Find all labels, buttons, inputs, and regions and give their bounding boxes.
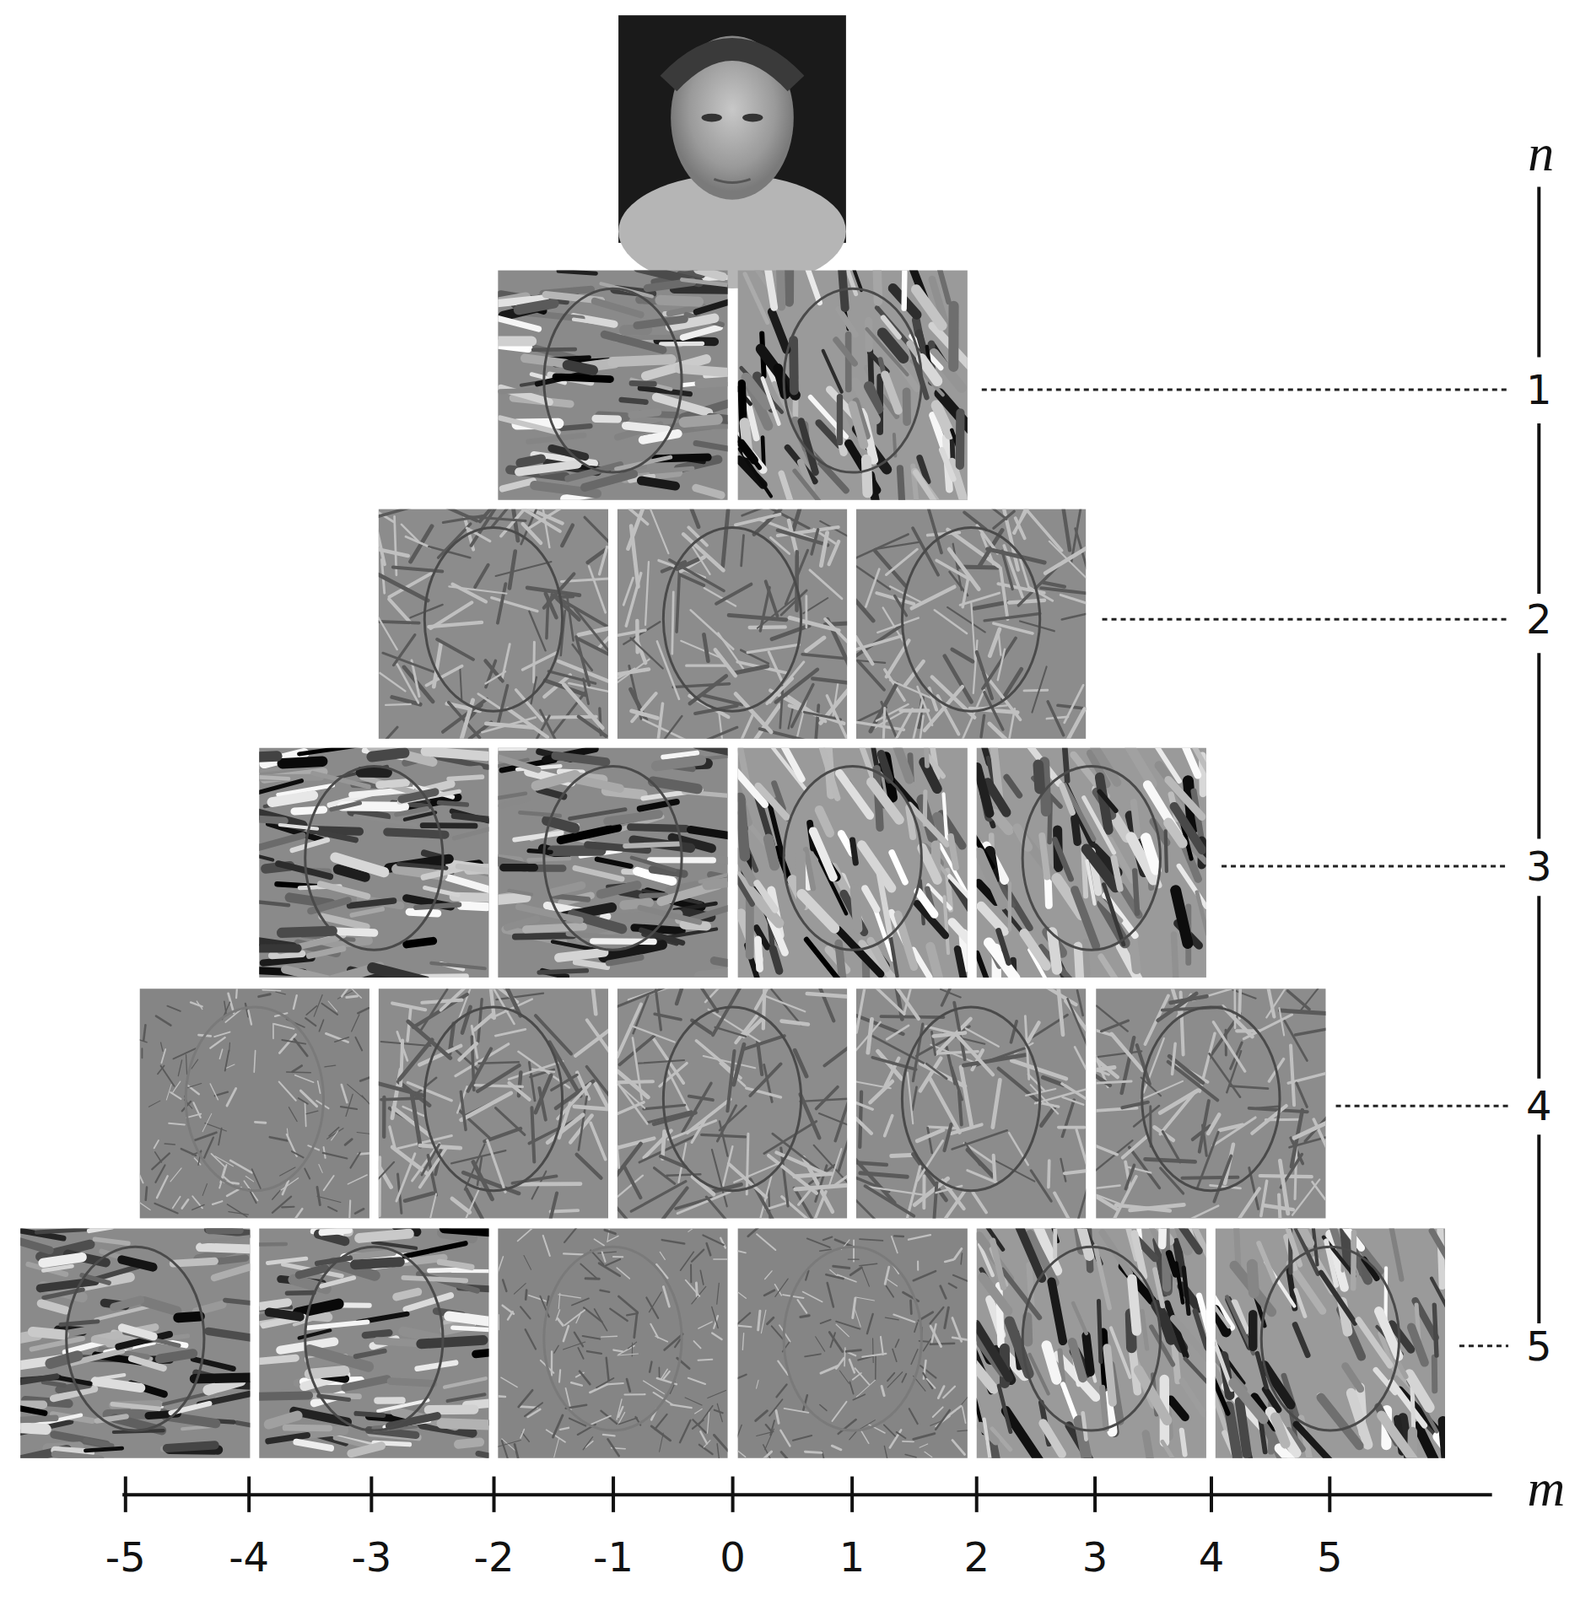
n-axis <box>1537 1134 1541 1324</box>
row-number: 4 <box>1526 1085 1553 1127</box>
row-number: 3 <box>1526 846 1553 887</box>
moment-image <box>1202 1211 1458 1484</box>
axis-tick <box>492 1477 497 1513</box>
row-number: 1 <box>1526 369 1553 410</box>
axis-title: m <box>1526 1461 1565 1515</box>
tick-label: 0 <box>719 1537 746 1578</box>
tick-label: -4 <box>228 1537 270 1578</box>
row-number: 2 <box>1526 598 1553 640</box>
moment-image <box>726 242 976 519</box>
moment-image <box>828 486 1098 761</box>
axis-tick <box>247 1477 251 1513</box>
row-leader <box>1221 865 1509 869</box>
row-leader <box>1102 618 1509 621</box>
axis-tick <box>975 1477 979 1513</box>
n-axis <box>1537 652 1541 839</box>
moment-image <box>1 1226 272 1461</box>
moment-image <box>723 734 978 998</box>
tick-label: 2 <box>963 1537 990 1578</box>
moment-image <box>469 268 747 501</box>
n-axis <box>1537 895 1541 1079</box>
tick-label: 1 <box>839 1537 866 1578</box>
tick-label: 5 <box>1316 1537 1343 1578</box>
moment-image <box>959 1207 1214 1479</box>
moment-image <box>604 976 865 1245</box>
axis-tick <box>369 1477 373 1513</box>
moment-image <box>365 483 628 750</box>
moment-image <box>600 496 872 761</box>
axis-tick <box>1209 1477 1214 1513</box>
axis-tick <box>1327 1477 1332 1513</box>
axis-tick <box>1093 1477 1097 1513</box>
moment-image <box>364 967 634 1232</box>
moment-image <box>231 744 513 984</box>
m-axis <box>122 1493 1492 1497</box>
tick-label: -3 <box>350 1537 392 1578</box>
row-leader <box>1459 1344 1509 1348</box>
moment-image <box>839 960 1098 1240</box>
moment-image <box>496 1223 734 1463</box>
axis-tick <box>124 1477 128 1513</box>
row-leader <box>981 388 1509 392</box>
row-leader <box>1336 1105 1509 1108</box>
row-number: 5 <box>1526 1326 1553 1367</box>
axis-tick <box>611 1477 615 1513</box>
moment-image <box>133 984 375 1224</box>
tick-label: -2 <box>474 1537 515 1578</box>
axis-tick <box>850 1477 854 1513</box>
tick-label: 4 <box>1198 1537 1225 1578</box>
n-axis <box>1537 423 1541 594</box>
face-photo <box>618 15 847 289</box>
n-axis <box>1537 186 1541 357</box>
moment-image <box>471 744 745 978</box>
axis-tick <box>731 1477 735 1513</box>
tick-label: -1 <box>593 1537 634 1578</box>
moment-image <box>231 1225 512 1459</box>
moment-image <box>729 1224 976 1467</box>
tick-label: -5 <box>105 1537 146 1578</box>
moment-image <box>1078 966 1349 1239</box>
tick-label: 3 <box>1082 1537 1109 1578</box>
axis-title: n <box>1527 126 1554 179</box>
moment-image <box>971 722 1216 1003</box>
